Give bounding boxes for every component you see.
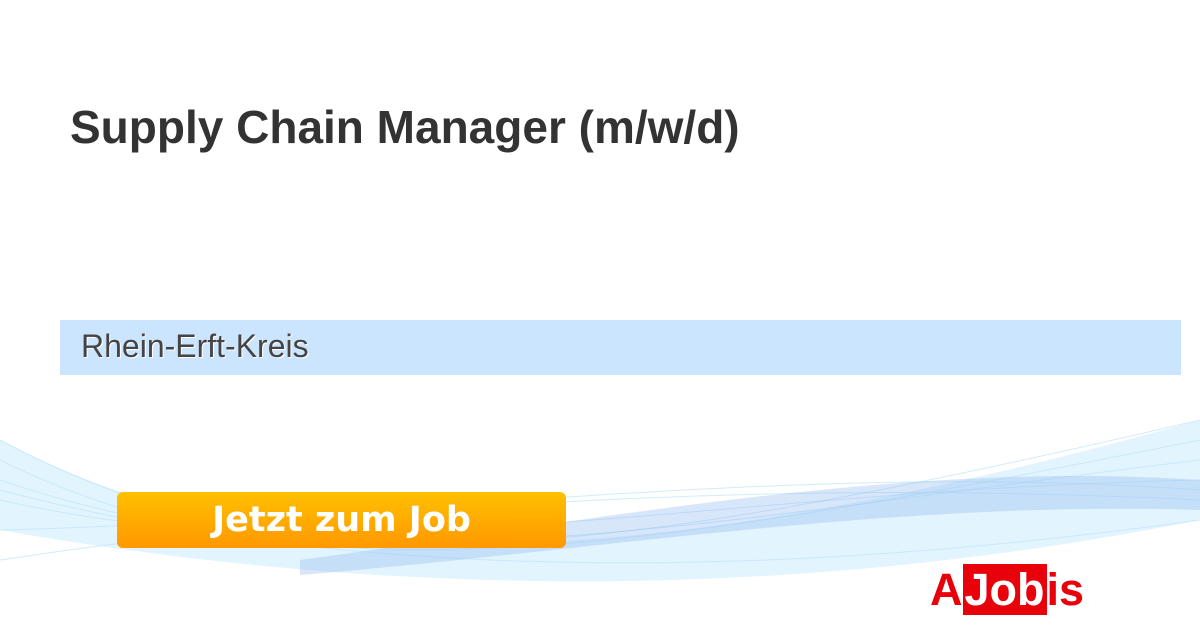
jetzt-zum-job-button[interactable]: Jetzt zum Job: [117, 492, 566, 548]
location-label: Rhein-Erft-Kreis: [81, 328, 309, 364]
location-bar: Rhein-Erft-Kreis: [60, 320, 1181, 375]
logo-is: is: [1046, 564, 1085, 615]
job-title: Supply Chain Manager (m/w/d): [70, 101, 740, 153]
ajobis-logo[interactable]: AJobis: [930, 564, 1085, 615]
logo-job: Job: [962, 564, 1047, 615]
logo-a: A: [930, 564, 963, 615]
